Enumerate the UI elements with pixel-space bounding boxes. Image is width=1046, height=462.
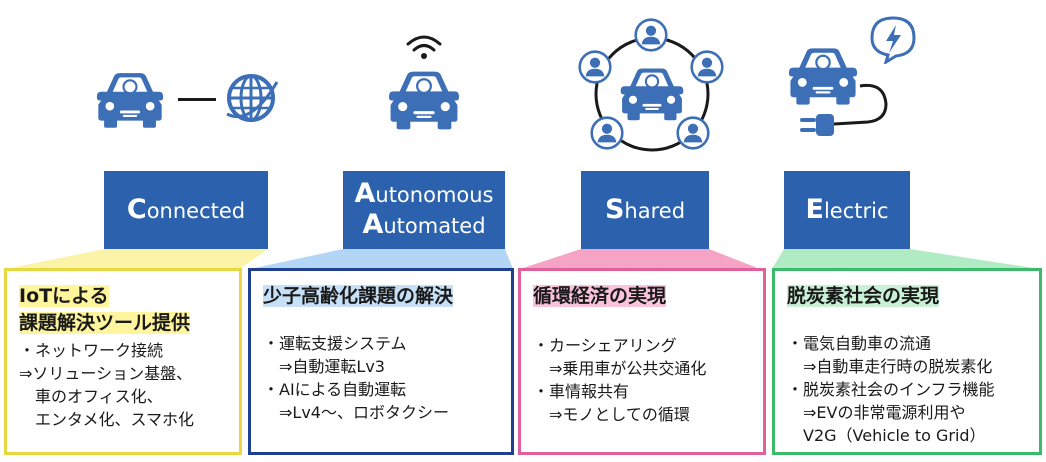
person-icon: [690, 50, 724, 84]
lightning-icon: [868, 16, 918, 64]
label-shared: Shared: [581, 171, 709, 249]
person-icon: [578, 50, 612, 84]
person-icon: [634, 18, 668, 52]
connector-line: [178, 98, 216, 101]
card-items: ・カーシェアリング ⇒乗用車が公共交通化 ・車情報共有 ⇒モノとしての循環: [533, 336, 707, 424]
card-heading: 少子高齢化課題の解決: [263, 285, 454, 307]
car-icon: [94, 66, 166, 132]
person-icon: [590, 116, 624, 150]
card-items: ・電気自動車の流通 ⇒自動車走行時の脱炭素化 ・脱炭素社会のインフラ機能 ⇒EV…: [787, 334, 995, 445]
card-heading: 循環経済の実現: [533, 285, 667, 307]
label-connected: Connected: [104, 171, 268, 249]
plug-icon: [794, 80, 898, 142]
wifi-icon: [404, 34, 444, 62]
card-electric: 脱炭素社会の実現 ・電気自動車の流通 ⇒自動車走行時の脱炭素化 ・脱炭素社会のイ…: [772, 268, 1042, 455]
globe-icon: [223, 70, 279, 126]
card-items: ・ネットワーク接続 ⇒ソリューション基盤、 車のオフィス化、 エンタメ化、スマホ…: [19, 341, 195, 429]
wedge-connected: [6, 249, 268, 269]
card-autonomous: 少子高齢化課題の解決 ・運転支援システム ⇒自動運転Lv3 ・AIによる自動運転…: [248, 268, 514, 455]
card-heading: IoTによる 課題解決ツール提供: [19, 285, 191, 334]
car-icon: [618, 62, 686, 124]
card-items: ・運転支援システム ⇒自動運転Lv3 ・AIによる自動運転 ⇒Lv4～、ロボタク…: [263, 334, 449, 422]
wedge-autonomous: [250, 249, 513, 269]
card-heading: 脱炭素社会の実現: [787, 285, 940, 307]
card-connected: IoTによる 課題解決ツール提供 ・ネットワーク接続 ⇒ソリューション基盤、 車…: [4, 268, 242, 455]
card-shared: 循環経済の実現 ・カーシェアリング ⇒乗用車が公共交通化 ・車情報共有 ⇒モノと…: [518, 268, 766, 455]
label-autonomous: Autonomous Automated: [343, 171, 505, 249]
person-icon: [676, 116, 710, 150]
wedge-shared: [520, 249, 760, 269]
label-electric: Electric: [784, 171, 910, 249]
car-icon: [386, 66, 462, 132]
wedge-electric: [772, 249, 1040, 269]
